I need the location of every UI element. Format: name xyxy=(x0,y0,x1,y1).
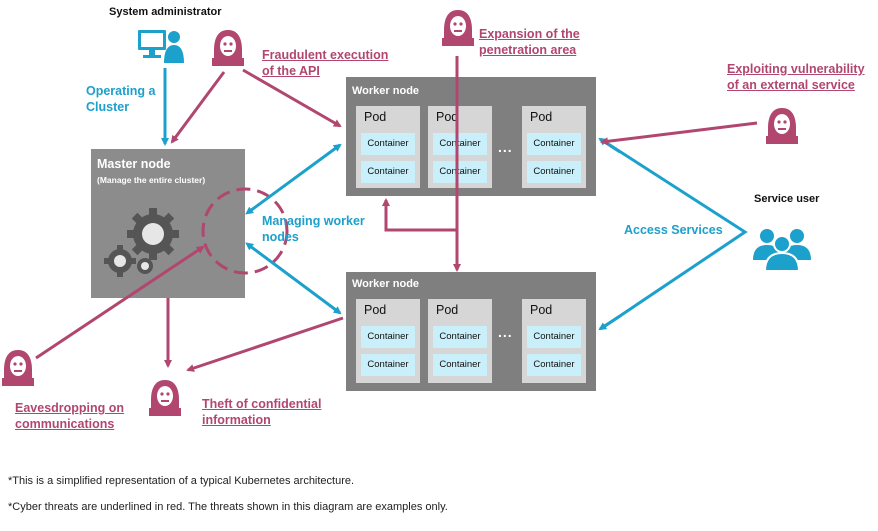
arrow-eaves xyxy=(35,245,205,360)
container: Container xyxy=(527,133,581,155)
arrow-fraud-worker xyxy=(242,68,342,128)
service-user-group-icon xyxy=(753,229,811,272)
worker-node-2: Worker node Pod Container Container Pod … xyxy=(346,272,596,391)
sysadmin-label: System administrator xyxy=(109,6,222,18)
pod: Pod Container Container xyxy=(428,106,492,188)
arrow-manage-w2 xyxy=(245,242,342,315)
service-user-label: Service user xyxy=(754,193,820,205)
container: Container xyxy=(527,354,581,376)
ellipsis: ... xyxy=(498,324,513,340)
pod-label: Pod xyxy=(364,303,387,317)
arrow-exploit xyxy=(600,121,758,146)
theft-label: Theft of confidential information xyxy=(202,397,322,427)
master-node-title: Master node xyxy=(97,157,171,171)
container: Container xyxy=(433,133,487,155)
container: Container xyxy=(527,326,581,348)
container: Container xyxy=(433,354,487,376)
eaves-label: Eavesdropping on communications xyxy=(15,401,125,431)
hacker-icon xyxy=(766,108,798,144)
managing-label: Managing worker nodes xyxy=(262,214,365,244)
pod: Pod Container Container xyxy=(522,299,586,383)
arrow-access xyxy=(601,138,748,330)
container: Container xyxy=(361,133,415,155)
container: Container xyxy=(433,326,487,348)
master-node: Master node (Manage the entire cluster) xyxy=(91,149,245,298)
hacker-icon xyxy=(149,380,181,416)
container: Container xyxy=(361,354,415,376)
hacker-icon xyxy=(2,350,34,386)
worker-node-title: Worker node xyxy=(352,85,420,97)
exploit-label: Exploiting vulnerability of an external … xyxy=(727,62,865,92)
footnote: *This is a simplified representation of … xyxy=(8,475,355,487)
pod-label: Pod xyxy=(436,303,459,317)
master-node-subtitle: (Manage the entire cluster) xyxy=(97,175,206,185)
expansion-label: Expansion of the penetration area xyxy=(479,27,580,57)
pod-label: Pod xyxy=(530,110,553,124)
pod: Pod Container Container xyxy=(522,106,586,188)
operating-label: Operating a Cluster xyxy=(86,84,156,114)
admin-computer-icon xyxy=(138,30,184,63)
pod-label: Pod xyxy=(364,110,387,124)
worker-node-1: Worker node Pod Container Container Pod … xyxy=(346,77,596,196)
container: Container xyxy=(433,161,487,183)
arrow-manage-w1 xyxy=(245,143,342,215)
footnote: *Cyber threats are underlined in red. Th… xyxy=(8,501,448,513)
gear-icon xyxy=(104,208,179,277)
arrow-theft-worker xyxy=(186,316,344,372)
pod: Pod Container Container xyxy=(428,299,492,383)
pod-label: Pod xyxy=(436,110,459,124)
dashed-circle xyxy=(201,187,289,275)
container: Container xyxy=(361,326,415,348)
pod: Pod Container Container xyxy=(356,299,420,383)
ellipsis: ... xyxy=(498,139,513,155)
container: Container xyxy=(361,161,415,183)
fraud-label: Fraudulent execution of the API xyxy=(262,48,389,78)
hacker-icon xyxy=(212,30,244,66)
access-label: Access Services xyxy=(624,223,723,237)
hacker-icon xyxy=(442,10,474,46)
pod: Pod Container Container xyxy=(356,106,420,188)
pod-label: Pod xyxy=(530,303,553,317)
arrow-expansion-branch xyxy=(382,198,457,232)
worker-node-title: Worker node xyxy=(352,278,420,290)
arrow-fraud-master xyxy=(170,71,226,144)
container: Container xyxy=(527,161,581,183)
